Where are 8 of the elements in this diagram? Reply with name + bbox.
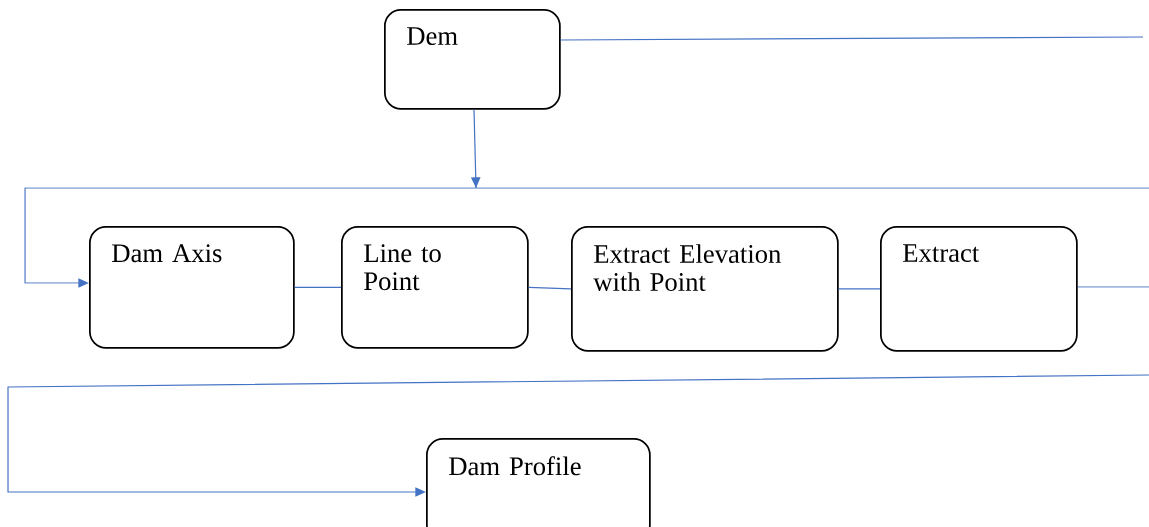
process-box: Dam Profile [426, 438, 651, 527]
process-box: Dam Axis [89, 226, 295, 349]
connector-arrow [24, 187, 1149, 288]
process-box: Line to Point [341, 226, 529, 349]
process-box: Extract Elevation with Point [571, 226, 839, 352]
connector-arrow [7, 374, 1149, 497]
process-box: Dem [384, 9, 561, 110]
process-box: Extract [880, 226, 1078, 352]
